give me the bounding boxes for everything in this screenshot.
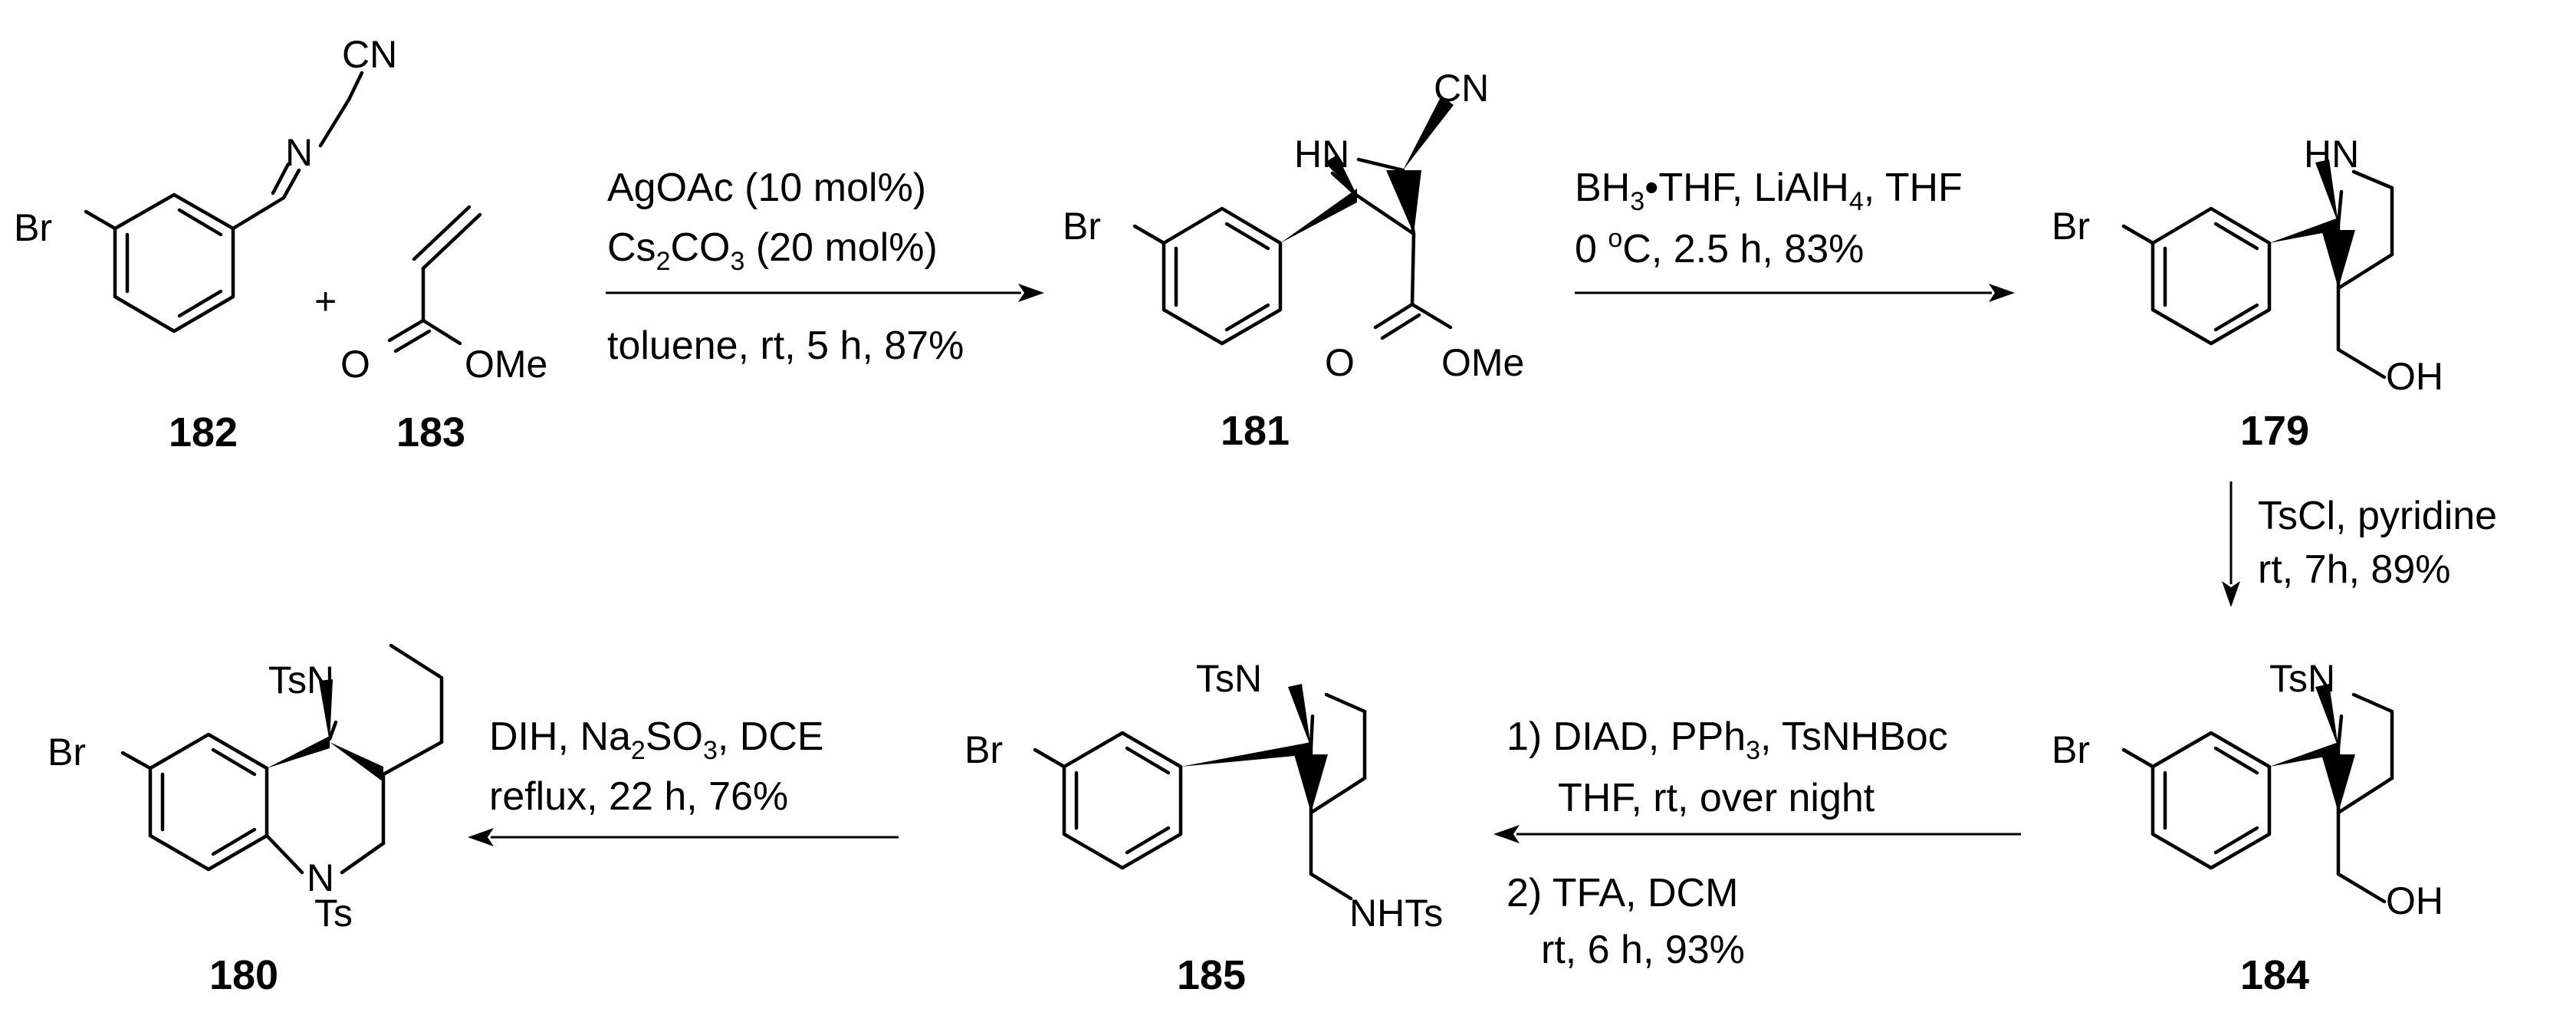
step5-line2: reflux, 22 h, 76% xyxy=(489,774,788,819)
wedge-bond xyxy=(2321,230,2355,288)
atom-cn: CN xyxy=(342,33,397,76)
wedge-bond xyxy=(1294,754,1328,813)
wedge-bond xyxy=(2321,754,2355,813)
reaction-arrow-3 xyxy=(2222,481,2240,607)
atom-br: Br xyxy=(14,206,52,249)
atom-o: O xyxy=(1325,341,1355,384)
atom-o: O xyxy=(340,343,370,386)
wedge-bond xyxy=(1280,189,1357,243)
wedge-bond xyxy=(330,742,383,782)
step1-conditions: AgOAc (10 mol%) Cs2CO3 (20 mol%) toluene… xyxy=(607,166,964,368)
wedge-bond xyxy=(2269,742,2338,767)
step5-conditions: DIH, Na2SO3, DCE reflux, 22 h, 76% xyxy=(489,715,824,819)
atom-tsn: TsN xyxy=(1196,657,1262,700)
atom-ts: Ts xyxy=(314,892,353,935)
atom-ome: OMe xyxy=(465,343,547,386)
step1-line1: AgOAc (10 mol%) xyxy=(607,166,926,210)
step2-line2: 0 oC, 2.5 h, 83% xyxy=(1575,224,1864,271)
atom-n: N xyxy=(307,856,334,899)
wedge-bond xyxy=(1386,170,1421,234)
compound-185: Br TsN NHTs 185 xyxy=(964,657,1443,998)
compound-label-182: 182 xyxy=(169,409,238,455)
compound-label-180: 180 xyxy=(209,952,278,998)
step1-line3: toluene, rt, 5 h, 87% xyxy=(607,324,964,368)
atom-nhts: NHTs xyxy=(1349,892,1443,935)
wedge-bond xyxy=(1403,96,1454,170)
step2-conditions: BH3•THF, LiAlH4, THF 0 oC, 2.5 h, 83% xyxy=(1575,166,1963,271)
compound-183: O OMe 183 xyxy=(340,205,547,455)
compound-label-184: 184 xyxy=(2240,952,2309,998)
compound-182: Br N CN 182 xyxy=(14,33,397,455)
compound-179-bonds xyxy=(2121,169,2394,380)
wedge-bond xyxy=(1181,742,1311,767)
compound-182-bonds xyxy=(84,71,364,334)
reaction-arrow-4 xyxy=(1493,825,2021,843)
reaction-arrow-1 xyxy=(606,284,1044,302)
wedge-bond xyxy=(2315,684,2338,748)
wedge-bond xyxy=(1288,684,1311,748)
wedge-bond xyxy=(267,736,330,768)
step4-line2: THF, rt, over night xyxy=(1558,776,1875,820)
atom-ome: OMe xyxy=(1441,341,1524,384)
step4-conditions: 1) DIAD, PPh3, TsNHBoc THF, rt, over nig… xyxy=(1506,715,1948,972)
step2-line1: BH3•THF, LiAlH4, THF xyxy=(1575,166,1963,216)
compound-180: Br TsN N Ts 180 xyxy=(48,643,444,998)
atom-n: N xyxy=(285,131,313,174)
compound-label-183: 183 xyxy=(396,409,465,455)
wedge-bond xyxy=(2315,159,2338,224)
compound-180-bonds xyxy=(120,643,444,875)
compound-label-181: 181 xyxy=(1221,408,1290,454)
atom-br: Br xyxy=(2052,728,2090,771)
step3-line2: rt, 7h, 89% xyxy=(2258,547,2450,592)
reaction-arrow-2 xyxy=(1575,284,2015,302)
compound-181: Br HN CN O OMe 181 xyxy=(1063,67,1524,454)
atom-br: Br xyxy=(2052,205,2090,248)
atom-hn: HN xyxy=(1294,133,1349,176)
wedge-bond xyxy=(1325,155,1357,196)
step4-line4: rt, 6 h, 93% xyxy=(1541,928,1745,972)
atom-tsn: TsN xyxy=(268,659,334,702)
step3-line1: TsCl, pyridine xyxy=(2258,494,2497,538)
compound-label-179: 179 xyxy=(2240,408,2309,454)
atom-br: Br xyxy=(964,728,1003,771)
compound-184: Br TsN OH 184 xyxy=(2052,657,2443,998)
step3-conditions: TsCl, pyridine rt, 7h, 89% xyxy=(2258,494,2497,592)
atom-tsn: TsN xyxy=(2269,657,2335,700)
step4-line3: 2) TFA, DCM xyxy=(1506,871,1738,915)
atom-br: Br xyxy=(48,731,86,774)
wedge-bond xyxy=(319,679,333,742)
compound-label-185: 185 xyxy=(1177,952,1246,998)
atom-oh: OH xyxy=(2386,355,2443,398)
atom-br: Br xyxy=(1063,205,1101,248)
compound-184-bonds xyxy=(2121,692,2394,904)
atom-hn: HN xyxy=(2304,133,2359,176)
step1-line2: Cs2CO3 (20 mol%) xyxy=(607,225,938,276)
compound-179: Br HN OH 179 xyxy=(2052,133,2443,454)
compound-183-bonds xyxy=(387,205,482,353)
step5-line1: DIH, Na2SO3, DCE xyxy=(489,715,824,765)
compound-185-bonds xyxy=(1033,692,1367,901)
atom-cn: CN xyxy=(1434,67,1489,110)
plus-sign: + xyxy=(314,280,337,323)
reaction-arrow-5 xyxy=(468,828,899,846)
atom-oh: OH xyxy=(2386,879,2443,922)
step4-line1: 1) DIAD, PPh3, TsNHBoc xyxy=(1506,715,1948,765)
wedge-bond xyxy=(2269,218,2338,243)
